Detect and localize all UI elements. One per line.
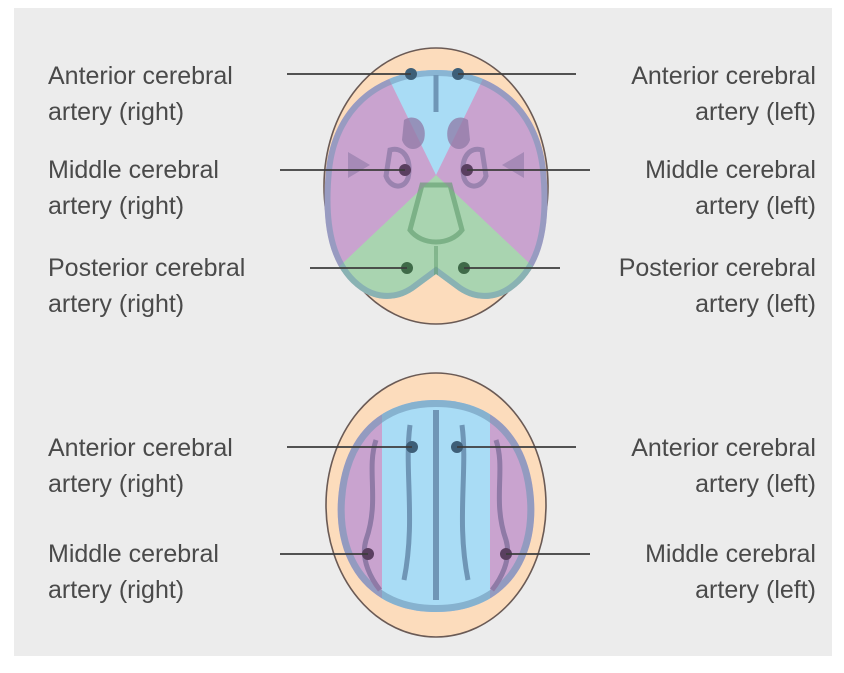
label-line: artery (left): [631, 466, 816, 502]
label-line: artery (right): [48, 286, 245, 322]
label-line: Anterior cerebral: [631, 58, 816, 94]
label-middle-cerebral-left-upper: Middle cerebral artery (left): [645, 152, 816, 224]
lower-axial-section: [280, 373, 590, 637]
label-line: Posterior cerebral: [619, 250, 816, 286]
label-line: artery (left): [619, 286, 816, 322]
label-anterior-cerebral-right-lower: Anterior cerebral artery (right): [48, 430, 233, 502]
label-line: Anterior cerebral: [48, 430, 233, 466]
label-line: artery (left): [645, 572, 816, 608]
label-line: artery (right): [48, 572, 219, 608]
label-line: Anterior cerebral: [48, 58, 233, 94]
label-posterior-cerebral-right-upper: Posterior cerebral artery (right): [48, 250, 245, 322]
label-line: Anterior cerebral: [631, 430, 816, 466]
label-line: artery (right): [48, 466, 233, 502]
label-line: Posterior cerebral: [48, 250, 245, 286]
upper-axial-section: [272, 40, 600, 330]
label-posterior-cerebral-left-upper: Posterior cerebral artery (left): [619, 250, 816, 322]
label-line: Middle cerebral: [645, 152, 816, 188]
label-anterior-cerebral-left-lower: Anterior cerebral artery (left): [631, 430, 816, 502]
label-anterior-cerebral-right-upper: Anterior cerebral artery (right): [48, 58, 233, 130]
label-anterior-cerebral-left-upper: Anterior cerebral artery (left): [631, 58, 816, 130]
label-line: artery (left): [631, 94, 816, 130]
label-line: Middle cerebral: [48, 536, 219, 572]
label-middle-cerebral-right-lower: Middle cerebral artery (right): [48, 536, 219, 608]
label-line: Middle cerebral: [645, 536, 816, 572]
label-line: Middle cerebral: [48, 152, 219, 188]
label-line: artery (right): [48, 188, 219, 224]
label-middle-cerebral-left-lower: Middle cerebral artery (left): [645, 536, 816, 608]
label-line: artery (left): [645, 188, 816, 224]
label-middle-cerebral-right-upper: Middle cerebral artery (right): [48, 152, 219, 224]
label-line: artery (right): [48, 94, 233, 130]
